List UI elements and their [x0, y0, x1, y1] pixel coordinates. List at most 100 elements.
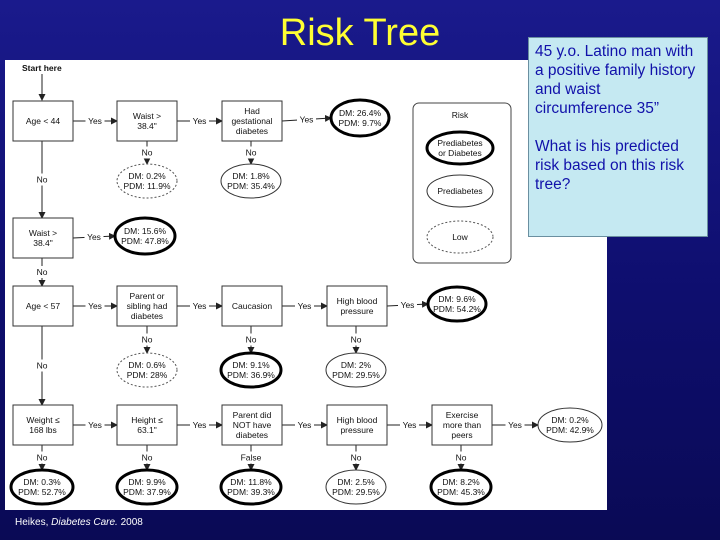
edge-waist2-no-label: No: [37, 267, 48, 277]
outcome-oval-o8: [325, 352, 387, 388]
edge-height-no-label-bg: [140, 451, 154, 464]
edge-waist2-yes-label: Yes: [87, 232, 101, 242]
outcome-label-o1: DM: 26.4%PDM: 9.7%: [339, 108, 382, 128]
decision-box-weight: [12, 404, 74, 446]
edge-exercise-yes-label: Yes: [508, 420, 522, 430]
decision-label-cauc: Caucasion: [232, 301, 272, 311]
edge-weight-yes-label-bg: [85, 419, 105, 431]
edge-age44-no-label-bg: [35, 173, 49, 186]
decision-box-parent: [116, 285, 178, 327]
outcome-oval-o1: [329, 98, 391, 138]
outcome-oval-o12: [219, 468, 283, 506]
outcome-label-o10: DM: 0.3%PDM: 52.7%: [18, 477, 66, 497]
edge-gest-yes-label-bg: [297, 113, 316, 126]
decision-box-waist1: [116, 100, 178, 142]
decision-box-hbp2: [326, 404, 388, 446]
edge-parent-no-label: No: [142, 335, 153, 345]
edge-exercise-yes-label-bg: [505, 419, 525, 431]
edge-age57-no-label-bg: [35, 359, 49, 372]
decision-box-gest: [221, 100, 283, 142]
edge-exercise-no-label: No: [456, 453, 467, 463]
citation-year: 2008: [117, 517, 143, 528]
legend-label-medium: Prediabetes: [437, 186, 482, 196]
outcome-oval-o11: [115, 468, 179, 506]
outcome-label-o2: DM: 0.2%PDM: 11.9%: [123, 171, 171, 191]
legend-oval-high: [425, 130, 495, 166]
edge-cauc-yes-label: Yes: [298, 301, 312, 311]
legend-oval-medium: [426, 174, 494, 208]
slide-title: Risk Tree: [279, 12, 441, 54]
outcome-oval-o5: [426, 285, 488, 323]
patient-description: 45 y.o. Latino man with a positive famil…: [535, 43, 696, 117]
edge-age44-no-label: No: [37, 175, 48, 185]
edge-hbp2-no-label-bg: [349, 451, 363, 464]
edge-height-yes-label: Yes: [193, 420, 207, 430]
edge-hbp1-no-label-bg: [349, 333, 363, 346]
edge-age57-no-label: No: [37, 361, 48, 371]
citation: Heikes, Diabetes Care. 2008: [15, 517, 143, 528]
edge-height-no-label: No: [142, 453, 153, 463]
edge-parentnot-false-label: False: [241, 453, 262, 463]
edge-hbp1-yes-label-bg: [398, 299, 417, 311]
edge-waist1-yes-label-bg: [190, 115, 209, 127]
outcome-oval-o6: [116, 352, 178, 388]
edge-hbp1-yes-label: Yes: [401, 300, 415, 310]
outcome-label-o3: DM: 1.8%PDM: 35.4%: [227, 171, 275, 191]
start-label: Start here: [22, 63, 62, 73]
edge-cauc-yes-label-bg: [295, 300, 314, 312]
decision-box-age57: [12, 285, 74, 327]
decision-box-cauc: [221, 285, 283, 327]
question-text: What is his predicted risk based on this…: [535, 138, 685, 193]
outcome-label-o4: DM: 15.6%PDM: 47.8%: [121, 226, 169, 246]
outcome-oval-o10: [9, 468, 75, 506]
edge-waist2-yes-label-bg: [84, 231, 104, 243]
outcome-label-o9: DM: 0.2%PDM: 42.9%: [546, 415, 594, 435]
decision-box-height: [116, 404, 178, 446]
edge-exercise-no-label-bg: [454, 451, 468, 464]
edge-waist1-no-label-bg: [140, 146, 154, 159]
edge-waist1-no-label: No: [142, 148, 153, 158]
decision-label-waist1: Waist >38.4": [133, 111, 161, 131]
edge-weight-yes-label: Yes: [88, 420, 102, 430]
edge-parentnot-yes-label-bg: [295, 419, 314, 431]
edge-hbp2-yes-label: Yes: [403, 420, 417, 430]
outcome-oval-o7: [219, 351, 283, 389]
edge-age57-yes-label: Yes: [88, 301, 102, 311]
decision-label-age44: Age < 44: [26, 116, 61, 126]
decision-box-exercise: [431, 404, 493, 446]
edge-parentnot-yes-label: Yes: [298, 420, 312, 430]
legend-title: Risk: [452, 110, 469, 120]
edge-age44-yes-label-bg: [85, 115, 105, 127]
edge-cauc-no-label: No: [246, 335, 257, 345]
edge-hbp2-no-label: No: [351, 453, 362, 463]
citation-author: Heikes,: [15, 517, 52, 528]
outcome-label-o14: DM: 8.2%PDM: 45.3%: [437, 477, 485, 497]
outcome-label-o7: DM: 9.1%PDM: 36.9%: [227, 360, 275, 380]
outcome-label-o5: DM: 9.6%PDM: 54.2%: [433, 294, 481, 314]
decision-box-age44: [12, 100, 74, 142]
edge-waist2-no-label-bg: [35, 266, 49, 278]
outcome-oval-o3: [220, 163, 282, 199]
question-callout: 45 y.o. Latino man with a positive famil…: [528, 37, 708, 237]
edge-parent-no-label-bg: [140, 333, 154, 346]
decision-box-waist2: [12, 217, 74, 259]
edge-age57-yes-label-bg: [85, 300, 105, 312]
legend-oval-low: [426, 220, 494, 254]
decision-box-parentnot: [221, 404, 283, 446]
edge-weight-no-label-bg: [35, 451, 49, 464]
edge-height-yes-label-bg: [190, 419, 209, 431]
outcome-oval-o13: [325, 469, 387, 505]
edge-hbp1-no-label: No: [351, 335, 362, 345]
decision-box-hbp1: [326, 285, 388, 327]
edge-parentnot-false-label-bg: [236, 451, 266, 464]
edge-waist1-yes-label: Yes: [193, 116, 207, 126]
citation-journal: Diabetes Care.: [51, 517, 118, 528]
decision-label-waist2: Waist >38.4": [29, 228, 57, 248]
